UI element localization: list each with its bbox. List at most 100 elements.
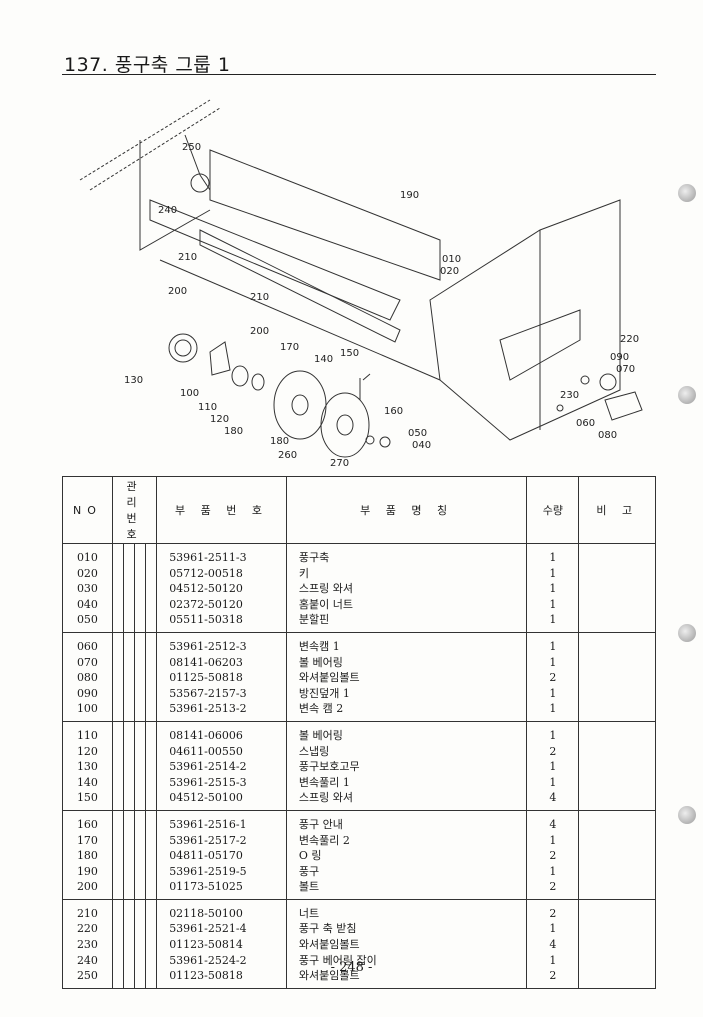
cell-part-name: 와셔붙임볼트	[285, 937, 528, 953]
cell-quantity: 2	[526, 968, 580, 989]
cell-quantity: 1	[526, 581, 580, 597]
callout-170: 170	[280, 342, 299, 353]
cell-mgmt-1	[111, 879, 124, 900]
cell-part-name: 홈붙이 너트	[285, 596, 528, 613]
cell-part-name: 스프링 와셔	[285, 581, 528, 597]
header-part-number: 부 품 번 호	[156, 476, 287, 544]
cell-mgmt-1	[111, 790, 124, 811]
cell-mgmt-3	[134, 612, 147, 633]
cell-mgmt-4	[145, 701, 158, 722]
cell-mgmt-1	[111, 670, 124, 686]
cell-mgmt-2	[122, 596, 136, 613]
cell-mgmt-3	[134, 543, 147, 566]
cell-mgmt-4	[145, 968, 158, 989]
cell-quantity: 1	[526, 654, 580, 671]
cell-mgmt-2	[122, 774, 136, 791]
cell-part-number: 53567-2157-3	[156, 685, 287, 702]
cell-no: 130	[62, 759, 113, 775]
cell-no: 110	[62, 721, 113, 744]
callout-140: 140	[314, 354, 333, 365]
cell-part-number: 53961-2517-2	[156, 832, 287, 849]
callout-180a: 180	[224, 426, 243, 437]
cell-part-name: 풍구 축 받침	[285, 921, 528, 938]
parts-table-header: NO 관 리 번 호 부 품 번 호 부 품 명 칭 수량 비 고	[62, 476, 656, 544]
cell-mgmt-3	[134, 759, 147, 775]
cell-part-number: 01173-51025	[156, 879, 287, 900]
cell-quantity: 1	[526, 632, 580, 655]
cell-no: 090	[62, 685, 113, 702]
cell-mgmt-3	[134, 832, 147, 849]
cell-mgmt-1	[111, 581, 124, 597]
cell-note	[578, 701, 656, 722]
cell-mgmt-2	[122, 701, 136, 722]
cell-mgmt-2	[122, 832, 136, 849]
cell-no: 030	[62, 581, 113, 597]
cell-note	[578, 921, 656, 938]
cell-mgmt-2	[122, 937, 136, 953]
cell-no: 210	[62, 899, 113, 922]
cell-mgmt-4	[145, 937, 158, 953]
cell-note	[578, 863, 656, 880]
binder-hole-3	[678, 624, 696, 642]
header-no: NO	[62, 476, 113, 544]
callout-090: 090	[610, 352, 629, 363]
cell-part-name: 풍구 안내	[285, 810, 528, 833]
header-note: 비 고	[578, 476, 656, 544]
cell-mgmt-4	[145, 596, 158, 613]
cell-part-name: 분할핀	[285, 612, 528, 633]
cell-note	[578, 721, 656, 744]
cell-quantity: 1	[526, 701, 580, 722]
cell-part-number: 53961-2521-4	[156, 921, 287, 938]
cell-part-number: 01125-50818	[156, 670, 287, 686]
cell-mgmt-1	[111, 848, 124, 864]
cell-mgmt-2	[122, 790, 136, 811]
cell-mgmt-2	[122, 654, 136, 671]
cell-note	[578, 968, 656, 989]
cell-no: 070	[62, 654, 113, 671]
cell-mgmt-4	[145, 863, 158, 880]
cell-part-number: 02118-50100	[156, 899, 287, 922]
cell-mgmt-3	[134, 581, 147, 597]
cell-part-name: 와셔붙임볼트	[285, 670, 528, 686]
cell-part-name: 볼 베어링	[285, 654, 528, 671]
cell-mgmt-4	[145, 543, 158, 566]
cell-mgmt-4	[145, 721, 158, 744]
cell-part-number: 08141-06006	[156, 721, 287, 744]
callout-080: 080	[598, 430, 617, 441]
cell-mgmt-1	[111, 596, 124, 613]
cell-mgmt-2	[122, 581, 136, 597]
cell-note	[578, 743, 656, 760]
cell-mgmt-4	[145, 774, 158, 791]
cell-quantity: 1	[526, 921, 580, 938]
cell-part-number: 02372-50120	[156, 596, 287, 613]
cell-note	[578, 543, 656, 566]
cell-note	[578, 879, 656, 900]
cell-quantity: 2	[526, 879, 580, 900]
callout-270: 270	[330, 458, 349, 469]
callout-020: 020	[440, 266, 459, 277]
cell-mgmt-1	[111, 685, 124, 702]
callout-050: 050	[408, 428, 427, 439]
cell-mgmt-1	[111, 759, 124, 775]
cell-note	[578, 759, 656, 775]
cell-part-number: 04811-05170	[156, 848, 287, 864]
cell-mgmt-4	[145, 810, 158, 833]
cell-mgmt-2	[122, 543, 136, 566]
cell-mgmt-2	[122, 632, 136, 655]
cell-quantity: 1	[526, 832, 580, 849]
cell-note	[578, 937, 656, 953]
cell-part-name: 변속풀리 2	[285, 832, 528, 849]
cell-part-name: 풍구	[285, 863, 528, 880]
cell-part-name: 풍구축	[285, 543, 528, 566]
